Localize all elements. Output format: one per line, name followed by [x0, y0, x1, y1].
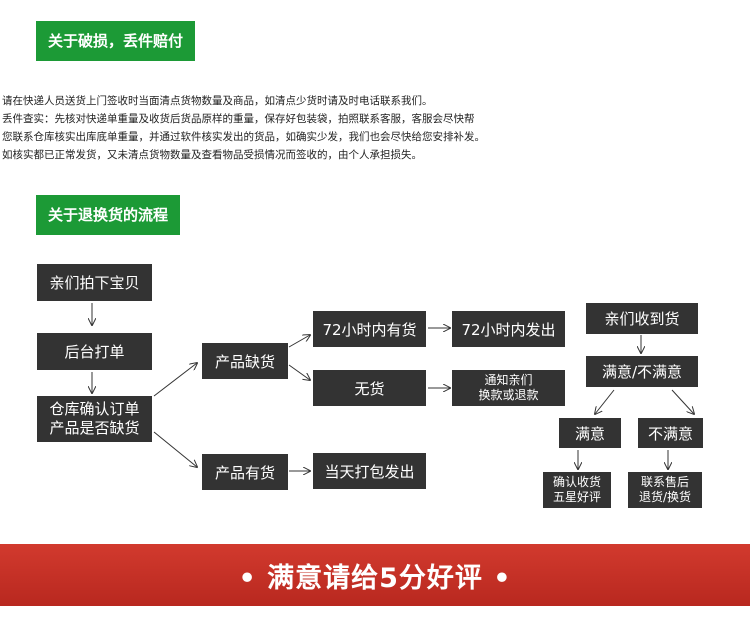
flow-box-order: 亲们拍下宝贝 [37, 264, 152, 301]
notice-line: 丢件查实：先核对快递单重量及收货后货品原样的重量，保存好包装袋，拍照联系客服，客… [2, 113, 475, 125]
arrow-confirm-instock [153, 431, 197, 467]
flow-box-in-stock: 产品有货 [202, 454, 288, 490]
flow-box-notify: 通知亲们 换款或退款 [452, 370, 565, 406]
notify-line2: 换款或退款 [478, 388, 539, 402]
confirm-line1: 仓库确认订单 [49, 400, 140, 418]
flow-box-satisfied: 满意 [559, 418, 621, 448]
notice-text: 请在快递人员送货上门签收时当面清点货物数量及商品，如清点少货时请及时电话联系我们… [2, 92, 747, 164]
flow-box-72h-ship: 72小时内发出 [452, 311, 565, 347]
arrow-outofstock-nostock [288, 364, 310, 380]
contact-line1: 联系售后 [640, 475, 689, 489]
contact-line2: 退货/换货 [638, 490, 692, 504]
flow-box-confirm-receipt: 确认收货 五星好评 [543, 472, 611, 508]
arrow-confirm-outofstock [153, 363, 197, 397]
section-title-return: 关于退换货的流程 [36, 195, 181, 235]
notice-line: 您联系仓库核实出库底单重量，并通过软件核实发出的货品，如确实少发，我们也会尽快给… [2, 131, 485, 143]
arrow-satisfaction-unsatisfied [671, 389, 694, 414]
notify-line1: 通知亲们 [484, 373, 533, 387]
flow-box-print: 后台打单 [37, 333, 152, 370]
rating-banner: • 满意请给5分好评 • [0, 544, 750, 606]
flow-box-out-of-stock: 产品缺货 [202, 343, 288, 379]
section-title-damage: 关于破损，丢件赔付 [36, 21, 196, 61]
flow-box-contact-service: 联系售后 退货/换货 [628, 472, 702, 508]
flow-box-no-stock: 无货 [313, 370, 426, 406]
flow-box-unsatisfied: 不满意 [638, 418, 703, 448]
confirm-receipt-line2: 五星好评 [552, 490, 601, 504]
flow-box-72h-stock: 72小时内有货 [313, 311, 426, 347]
arrow-satisfaction-satisfied [595, 389, 615, 414]
confirm-receipt-line1: 确认收货 [552, 475, 601, 489]
flow-box-confirm: 仓库确认订单 产品是否缺货 [37, 396, 152, 442]
flow-box-satisfaction: 满意/不满意 [586, 356, 698, 387]
notice-line: 请在快递人员送货上门签收时当面清点货物数量及商品，如清点少货时请及时电话联系我们… [2, 95, 433, 107]
flow-box-same-day: 当天打包发出 [313, 453, 426, 489]
arrow-outofstock-72h [288, 335, 310, 348]
notice-line: 如核实都已正常发货，又未清点货物数量及查看物品受损情况而签收的，由个人承担损失。 [2, 149, 422, 161]
banner-text: • 满意请给5分好评 • [238, 562, 512, 594]
confirm-line2: 产品是否缺货 [49, 419, 140, 437]
flow-box-received: 亲们收到货 [586, 303, 698, 334]
